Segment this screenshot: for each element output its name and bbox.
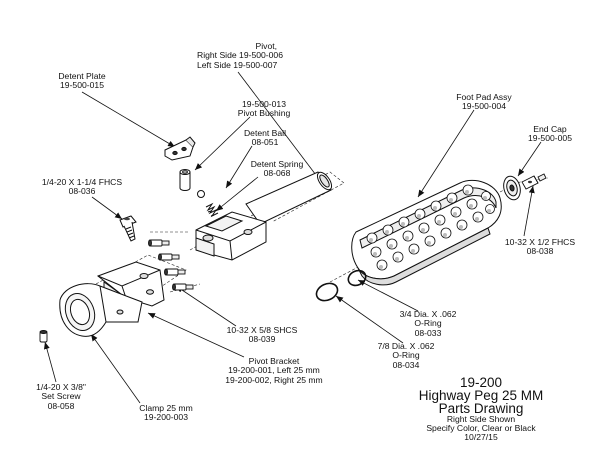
label-oring-34-line2: O-Ring: [414, 318, 442, 329]
label-set-screw-line1: 1/4-20 X 3/8": [36, 382, 86, 392]
label-pivot-bracket-line3: 19-200-002, Right 25 mm: [225, 374, 323, 385]
label-pivot-line1: Pivot,: [255, 41, 278, 51]
label-detent-spring-line1: Detent Spring: [250, 159, 304, 169]
title-date: 10/27/15: [464, 432, 498, 442]
title-block: 19-200 Highway Peg 25 MM Parts Drawing R…: [406, 376, 556, 442]
title-subtitle: Parts Drawing: [438, 401, 524, 416]
set-screw: [39, 330, 48, 343]
label-detent-plate: Detent Plate 19-500-015: [42, 71, 122, 91]
label-detent-ball: Detent Ball 08-051: [236, 128, 294, 148]
fhcs-long-screw: [119, 215, 137, 242]
label-oring-34: 3/4 Dia. X .062 O-Ring 08-033: [393, 309, 463, 338]
pivot-bushing: [179, 169, 191, 191]
label-oring-34-line3: 08-033: [414, 327, 442, 338]
detent-spring: [205, 202, 219, 218]
shcs-screws: [148, 239, 194, 291]
label-pivot-line3: Left Side 19-500-007: [197, 59, 278, 70]
label-pivot-line2: Right Side 19-500-006: [197, 50, 283, 61]
label-pivot-bracket-line1: Pivot Bracket: [248, 356, 300, 366]
label-pivot: Pivot, Right Side 19-500-006 Left Side 1…: [197, 41, 283, 70]
title-note-side: Right Side Shown: [446, 414, 516, 424]
label-fhcs-short: 10-32 X 1/2 FHCS 08-038: [498, 237, 582, 257]
label-fhcs-short-line2: 08-038: [526, 246, 554, 257]
title-note-color: Specify Color, Clear or Black: [426, 423, 536, 433]
label-end-cap-line2: 19-500-005: [528, 133, 572, 144]
label-detent-ball-line2: 08-051: [251, 137, 279, 148]
label-set-screw-line3: 08-058: [47, 400, 75, 411]
label-oring-78-line1: 7/8 Dia. X .062: [377, 341, 435, 351]
label-clamp-line2: 19-200-003: [144, 412, 188, 423]
detent-plate: [164, 136, 196, 161]
label-oring-78: 7/8 Dia. X .062 O-Ring 08-034: [371, 341, 441, 370]
label-fhcs-long-line1: 1/4-20 X 1-1/4 FHCS: [41, 177, 123, 187]
label-pivot-bracket-line2: 19-200-001, Left 25 mm: [228, 365, 320, 376]
o-ring-3-4: [347, 269, 367, 287]
label-pivot-bushing-line2: Pivot Bushing: [237, 108, 291, 119]
label-detent-spring-line2: 08-068: [263, 168, 291, 179]
clamp: [59, 283, 143, 337]
label-foot-pad-line2: 19-500-004: [462, 101, 506, 112]
label-clamp: Clamp 25 mm 19-200-003: [132, 403, 200, 423]
label-fhcs-long: 1/4-20 X 1-1/4 FHCS 08-036: [30, 177, 134, 197]
label-pivot-bushing-line1: 19-500-013: [242, 99, 286, 109]
label-set-screw: 1/4-20 X 3/8" Set Screw 08-058: [30, 382, 92, 411]
foot-pad-stud-highlights: [369, 190, 491, 269]
fhcs-short-screw: [521, 173, 547, 190]
end-cap: [503, 175, 521, 201]
label-oring-78-line3: 08-034: [392, 359, 420, 370]
label-clamp-line1: Clamp 25 mm: [139, 403, 193, 413]
pivot: [195, 171, 333, 261]
label-set-screw-line2: Set Screw: [41, 391, 81, 402]
label-end-cap: End Cap 19-500-005: [520, 124, 580, 144]
detent-ball: [197, 190, 205, 198]
label-foot-pad-line1: Foot Pad Assy: [456, 92, 512, 102]
o-ring-7-8: [315, 282, 339, 302]
label-oring-34-line1: 3/4 Dia. X .062: [399, 309, 457, 319]
label-detent-spring: Detent Spring 08-068: [242, 159, 312, 179]
label-end-cap-line1: End Cap: [533, 124, 567, 134]
title-part-number: 19-200: [459, 375, 503, 390]
label-foot-pad: Foot Pad Assy 19-500-004: [445, 92, 523, 112]
label-fhcs-long-line2: 08-036: [68, 186, 96, 197]
label-shcs: 10-32 X 5/8 SHCS 08-039: [220, 325, 304, 345]
label-detent-ball-line1: Detent Ball: [243, 128, 287, 138]
label-detent-plate-line1: Detent Plate: [58, 71, 106, 81]
label-pivot-bushing: 19-500-013 Pivot Bushing: [232, 99, 296, 119]
label-detent-plate-line2: 19-500-015: [60, 80, 104, 91]
label-pivot-bracket: Pivot Bracket 19-200-001, Left 25 mm 19-…: [222, 356, 326, 385]
title-name: Highway Peg 25 MM: [418, 388, 544, 403]
label-fhcs-short-line1: 10-32 X 1/2 FHCS: [504, 237, 576, 247]
leader-lines: [43, 71, 542, 404]
label-oring-78-line2: O-Ring: [392, 350, 420, 361]
label-shcs-line2: 08-039: [248, 334, 276, 345]
label-shcs-line1: 10-32 X 5/8 SHCS: [226, 325, 298, 335]
